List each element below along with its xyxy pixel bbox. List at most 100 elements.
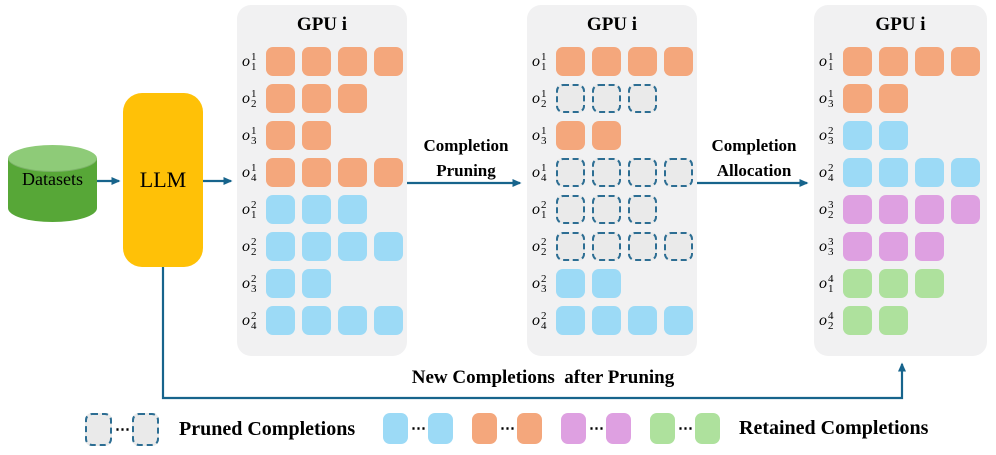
ellipsis-dots: ⋯ [411,421,426,437]
row-label-superscript: 2 [828,161,834,174]
completion-square-orange [338,47,367,76]
completion-square-green [879,269,908,298]
completion-square-orange [338,84,367,113]
retained-legend-square-orange [517,413,542,444]
completion-square-orange [843,84,872,113]
pruned-legend-label: Pruned Completions [179,418,356,440]
completion-square-orange [592,47,621,76]
completion-square-orange [338,158,367,187]
row-label-superscript: 4 [828,309,834,322]
completion-square-pruned [592,158,621,187]
new-completions-label: New Completions after Pruning [411,367,675,388]
completion-square-pruned [628,158,657,187]
row-label-base: o [532,163,540,181]
completion-square-pruned [664,158,693,187]
retained-legend-pair-orange: ⋯ [472,413,542,444]
completion-square-green [879,306,908,335]
completion-square-orange [951,47,980,76]
llm-label: LLM [139,167,187,192]
gpu-panel-3-title: GPU i [875,14,926,35]
row-label-base: o [242,126,250,144]
row-label-base: o [532,200,540,218]
cylinder-top-ellipse [8,145,97,172]
completion-square-pink [843,195,872,224]
completion-square-pruned [592,232,621,261]
completion-square-orange [266,158,295,187]
row-label-base: o [242,89,250,107]
row-label-subscript: 1 [541,60,547,73]
row-label-subscript: 1 [541,208,547,221]
ellipsis-dots: ⋯ [678,421,693,437]
row-label-subscript: 4 [251,319,257,332]
completion-square-orange [302,121,331,150]
completion-square-pruned [556,158,585,187]
completion-square-orange [302,158,331,187]
completion-square-pruned [592,195,621,224]
completion-square-blue [915,158,944,187]
retained-legend-pair-green: ⋯ [650,413,720,444]
row-label-base: o [819,237,827,255]
row-label-base: o [819,200,827,218]
row-label-base: o [819,126,827,144]
row-label-base: o [242,163,250,181]
completion-square-blue [302,306,331,335]
row-label-superscript: 2 [251,198,257,211]
completion-square-pruned [664,232,693,261]
row-label-superscript: 1 [251,87,257,100]
ellipsis-dots: ⋯ [589,421,604,437]
completion-square-orange [664,47,693,76]
completion-square-green [843,306,872,335]
row-label-subscript: 2 [251,245,257,258]
row-label-base: o [242,274,250,292]
row-label-base: o [242,237,250,255]
pruned-legend-square [85,413,112,446]
row-label-superscript: 1 [541,161,547,174]
completion-square-pruned [628,84,657,113]
row-label-superscript: 1 [828,87,834,100]
retained-legend-square-blue [428,413,453,444]
llm-box: LLM [123,93,203,267]
row-label-subscript: 1 [251,208,257,221]
completion-square-blue [266,195,295,224]
completion-square-blue [266,232,295,261]
row-label-base: o [819,163,827,181]
row-label-base: o [532,89,540,107]
row-label-subscript: 3 [828,245,834,258]
completion-square-blue [879,158,908,187]
row-label-subscript: 3 [828,134,834,147]
completion-square-blue [374,232,403,261]
completion-square-blue [556,269,585,298]
completion-square-orange [879,47,908,76]
completion-square-pruned [556,84,585,113]
completion-square-orange [266,121,295,150]
row-label-superscript: 2 [251,272,257,285]
row-label-superscript: 2 [251,235,257,248]
completion-square-blue [338,306,367,335]
row-label-subscript: 4 [828,171,834,184]
